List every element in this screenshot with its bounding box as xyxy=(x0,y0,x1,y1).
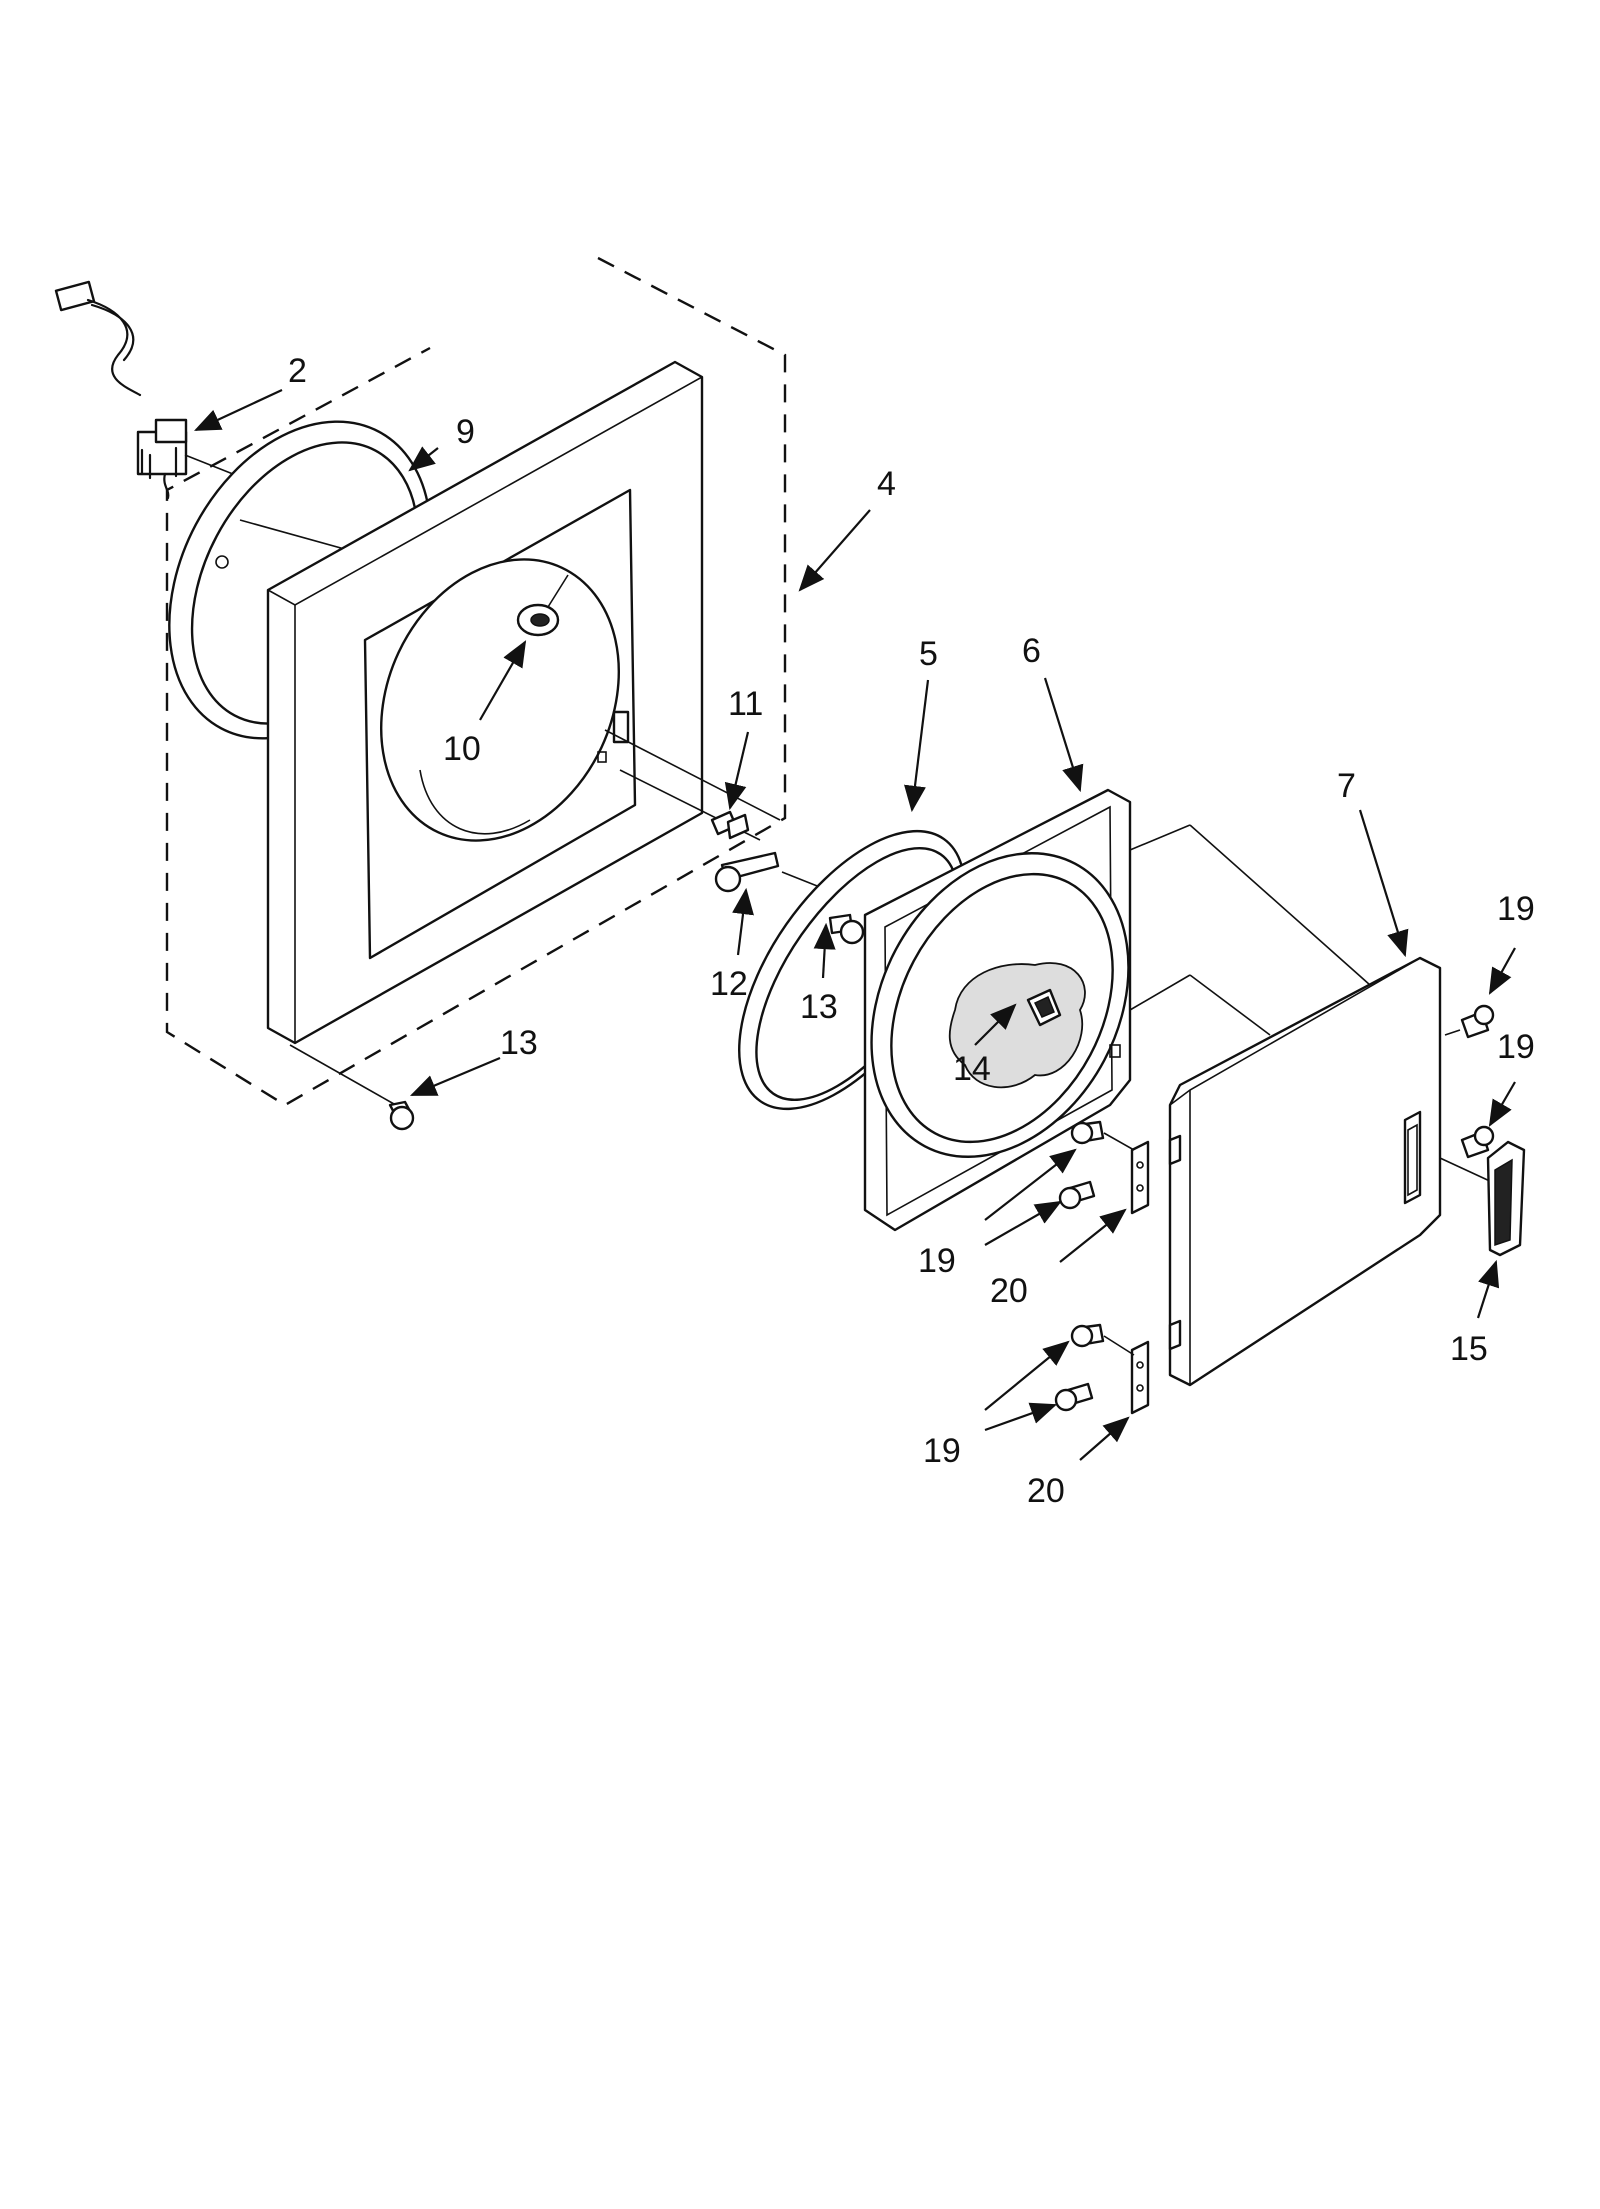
callout-19-left-lower: 19 xyxy=(923,1432,961,1470)
callout-14: 14 xyxy=(953,1050,991,1088)
callout-7: 7 xyxy=(1337,767,1356,805)
callout-11: 11 xyxy=(728,685,763,723)
screw-13-lower xyxy=(289,1044,415,1131)
callout-19-right-lower: 19 xyxy=(1497,1028,1535,1066)
callout-6: 6 xyxy=(1022,632,1041,670)
callout-15: 15 xyxy=(1450,1330,1488,1368)
screw-19-upper-left-b xyxy=(1058,1180,1096,1210)
screw-19-right-b xyxy=(1460,1125,1495,1159)
screw-19-upper-left-a xyxy=(1070,1120,1135,1151)
door-handle xyxy=(1486,1140,1526,1257)
callout-13-lower: 13 xyxy=(500,1024,538,1062)
front-panel xyxy=(266,360,781,1045)
leader-lines xyxy=(194,389,1516,1461)
callout-10: 10 xyxy=(443,730,481,768)
callout-4: 4 xyxy=(877,465,896,503)
door-strike xyxy=(710,810,750,840)
callout-19-right-upper: 19 xyxy=(1497,890,1535,928)
outer-door xyxy=(1168,956,1521,1387)
callout-12: 12 xyxy=(710,965,748,1003)
screw-19-lower-left-a xyxy=(1070,1323,1135,1356)
hinge-upper xyxy=(1130,1134,1182,1215)
hinge-lower xyxy=(1130,1319,1182,1415)
screw-19-lower-left-b xyxy=(1054,1382,1094,1412)
callout-9: 9 xyxy=(456,413,475,451)
callout-20-lower: 20 xyxy=(1027,1472,1065,1510)
door-switch-harness xyxy=(54,280,244,500)
callout-5: 5 xyxy=(919,635,938,673)
screw-19-right-a xyxy=(1460,1004,1495,1039)
callout-13-upper: 13 xyxy=(800,988,838,1026)
callout-20-upper: 20 xyxy=(990,1272,1028,1310)
callout-19-left-upper: 19 xyxy=(918,1242,956,1280)
callout-2: 2 xyxy=(288,352,307,390)
